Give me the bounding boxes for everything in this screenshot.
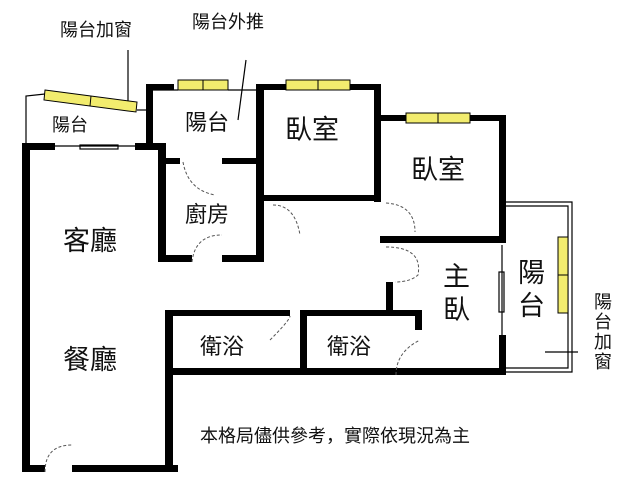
walls (22, 84, 506, 472)
room-label-balcony-right: 陽台 (513, 258, 544, 324)
annotation-balcony-extended: 陽台外推 (192, 12, 264, 33)
annotation-balcony-window-left: 陽台加窗 (60, 20, 132, 41)
room-label-bedroom-2: 臥室 (411, 155, 465, 186)
room-label-kitchen: 廚房 (185, 203, 230, 228)
window-dividers (89, 80, 568, 276)
room-label-master-bedroom: 主臥 (438, 262, 469, 328)
room-label-dining-room: 餐廳 (63, 345, 117, 376)
room-label-living-room: 客廳 (63, 226, 117, 257)
room-label-bathroom-1: 衛浴 (200, 335, 245, 360)
room-label-balcony-left: 陽台 (52, 115, 88, 136)
room-label-bedroom-1: 臥室 (285, 115, 339, 146)
room-label-balcony-middle: 陽台 (185, 111, 230, 136)
door-swings (44, 161, 421, 473)
annotation-balcony-window-right: 陽台加窗 (591, 292, 612, 372)
disclaimer: 本格局儘供參考，實際依現況為主 (200, 426, 470, 447)
room-label-bathroom-2: 衛浴 (327, 335, 372, 360)
